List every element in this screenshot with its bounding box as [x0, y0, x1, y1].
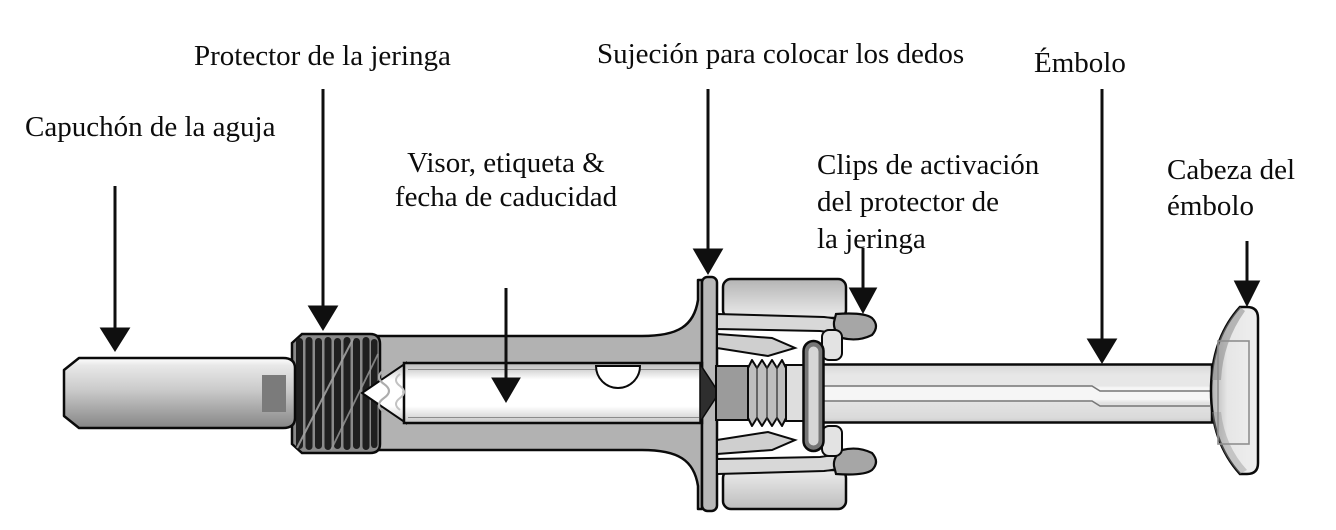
arrow-finger-grip [692, 89, 724, 275]
arrow-plunger-head [1233, 241, 1261, 308]
air-bubble [594, 365, 642, 389]
clip-housing-top [721, 277, 848, 320]
syringe-inner-barrel [360, 361, 704, 425]
ring-tab-bottom [821, 425, 843, 457]
label-plunger: Émbolo [1034, 47, 1126, 79]
stopper-tip [699, 361, 720, 425]
arrow-syringe-guard [307, 89, 339, 331]
back-ring [802, 339, 825, 453]
plunger-rod [814, 363, 1214, 424]
clip-arm-top-2 [716, 332, 798, 358]
arrow-plunger [1086, 89, 1118, 364]
label-window: Visor, etiqueta & fecha de caducidad [394, 147, 618, 213]
arrow-activation-clips [848, 248, 878, 315]
needle-cap-window [262, 375, 286, 412]
clip-housing-bottom [721, 468, 848, 511]
arrow-window-label [491, 288, 521, 403]
label-plunger-head: Cabeza del émbolo [1167, 154, 1296, 222]
label-needle-cap: Capuchón de la aguja [25, 111, 276, 143]
plunger-head [1209, 305, 1260, 476]
label-syringe-guard: Protector de la jeringa [194, 40, 451, 72]
guard-spring [290, 332, 382, 455]
clip-arm-bottom-2 [716, 430, 798, 456]
needle-cap [62, 356, 297, 430]
label-finger-grip: Sujeción para colocar los dedos [597, 38, 965, 70]
ring-tab-top [821, 329, 843, 361]
arrow-needle-cap [99, 186, 131, 352]
label-activation-clips: Clips de activación del protector de la … [817, 149, 1040, 255]
stopper-block [715, 365, 749, 421]
